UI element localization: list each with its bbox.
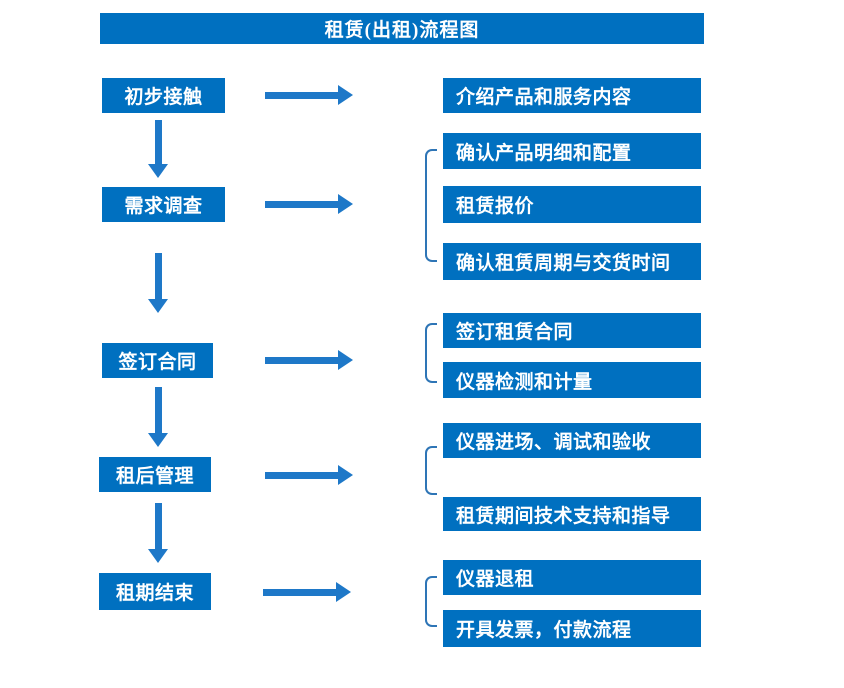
- group-bracket-step5: [425, 576, 437, 627]
- arrow-shaft: [155, 503, 162, 549]
- right-arrow-icon-2: [265, 194, 353, 214]
- down-arrow-icon-1: [148, 120, 169, 178]
- right-arrow-icon-1: [265, 85, 353, 105]
- down-arrow-icon-3: [148, 387, 169, 447]
- detail-box-instrument-setup: 仪器进场、调试和验收: [443, 423, 701, 458]
- detail-box-sign-rental-contract: 签订租赁合同: [443, 313, 701, 348]
- arrow-shaft: [155, 387, 162, 433]
- arrow-head: [148, 164, 168, 178]
- group-bracket-step4: [425, 446, 437, 495]
- arrow-head: [338, 465, 353, 485]
- right-arrow-icon-5: [263, 582, 351, 602]
- arrow-head: [338, 85, 353, 105]
- arrow-shaft: [155, 253, 162, 299]
- detail-box-confirm-product-details: 确认产品明细和配置: [443, 133, 701, 169]
- detail-box-introduce-products: 介绍产品和服务内容: [443, 78, 701, 113]
- detail-box-instrument-return: 仪器退租: [443, 560, 701, 595]
- step-box-demand-survey: 需求调查: [102, 187, 225, 222]
- detail-box-rental-quotation: 租赁报价: [443, 186, 701, 223]
- arrow-head: [336, 582, 351, 602]
- arrow-head: [148, 433, 168, 447]
- arrow-shaft: [155, 120, 162, 164]
- detail-box-instrument-testing: 仪器检测和计量: [443, 362, 701, 398]
- down-arrow-icon-4: [148, 503, 169, 563]
- down-arrow-icon-2: [148, 253, 169, 313]
- arrow-head: [148, 549, 168, 563]
- step-box-initial-contact: 初步接触: [102, 78, 225, 113]
- step-box-sign-contract: 签订合同: [102, 343, 213, 378]
- detail-box-confirm-rental-period: 确认租赁周期与交货时间: [443, 243, 701, 280]
- arrow-head: [338, 350, 353, 370]
- arrow-head: [338, 194, 353, 214]
- arrow-shaft: [265, 357, 338, 364]
- group-bracket-step3: [425, 323, 437, 383]
- detail-box-technical-support: 租赁期间技术支持和指导: [443, 497, 701, 531]
- step-box-post-rental-management: 租后管理: [99, 457, 211, 492]
- right-arrow-icon-3: [265, 350, 353, 370]
- arrow-shaft: [265, 92, 338, 99]
- step-box-rental-end: 租期结束: [99, 573, 211, 610]
- group-bracket-step2: [425, 149, 437, 262]
- title-bar: 租赁(出租)流程图: [100, 13, 704, 44]
- right-arrow-icon-4: [265, 465, 353, 485]
- detail-box-invoice-payment: 开具发票，付款流程: [443, 610, 701, 647]
- arrow-shaft: [263, 589, 336, 596]
- arrow-shaft: [265, 201, 338, 208]
- page-title: 租赁(出租)流程图: [324, 20, 480, 41]
- arrow-head: [148, 299, 168, 313]
- arrow-shaft: [265, 472, 338, 479]
